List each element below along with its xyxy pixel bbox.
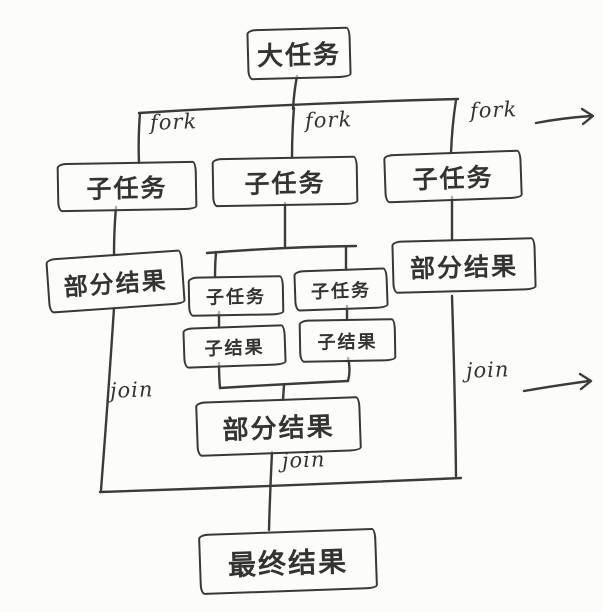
label-fork-right: fork [469, 97, 518, 123]
edge-bigtask-stem [291, 74, 299, 111]
edge-join-center-stem [267, 450, 274, 532]
label-fork-center: fork [304, 107, 353, 133]
node-subtask-right: 子任务 [383, 149, 523, 204]
label-join-right: join [465, 357, 510, 383]
node-final-result: 最终结果 [197, 527, 379, 596]
node-partial-result-center: 部分结果 [195, 396, 362, 457]
edge-fork-drop-center [290, 106, 296, 160]
edge-subleft-partial [112, 205, 118, 257]
join-right-arrow-icon [522, 372, 593, 393]
node-partial-result-right: 部分结果 [391, 237, 537, 294]
edge-fork-drop-right [449, 98, 458, 155]
node-partial-result-left: 部分结果 [45, 249, 186, 314]
node-subtask-center: 子任务 [211, 155, 359, 208]
node-subresult-2: 子结果 [298, 318, 397, 363]
label-join-center: join [281, 447, 326, 473]
edge-merge1-bar [218, 379, 350, 390]
edge-fork-drop-left [137, 111, 142, 165]
node-subtask-center-2: 子任务 [293, 267, 389, 312]
node-subtask-left: 子任务 [56, 160, 198, 213]
node-big-task: 大任务 [246, 26, 352, 81]
node-subtask-center-1: 子任务 [187, 275, 285, 317]
edge-fork2-bar [205, 244, 358, 255]
node-subresult-1: 子结果 [182, 324, 287, 369]
edge-fork2-drop-left [213, 250, 218, 279]
fork-right-arrow-icon [534, 107, 595, 126]
edge-join-right-vertical [450, 294, 458, 478]
label-fork-left: fork [149, 109, 198, 135]
edge-merge1-stem [281, 383, 286, 402]
label-join-left: join [109, 377, 154, 403]
edge-join-bar [98, 476, 463, 494]
